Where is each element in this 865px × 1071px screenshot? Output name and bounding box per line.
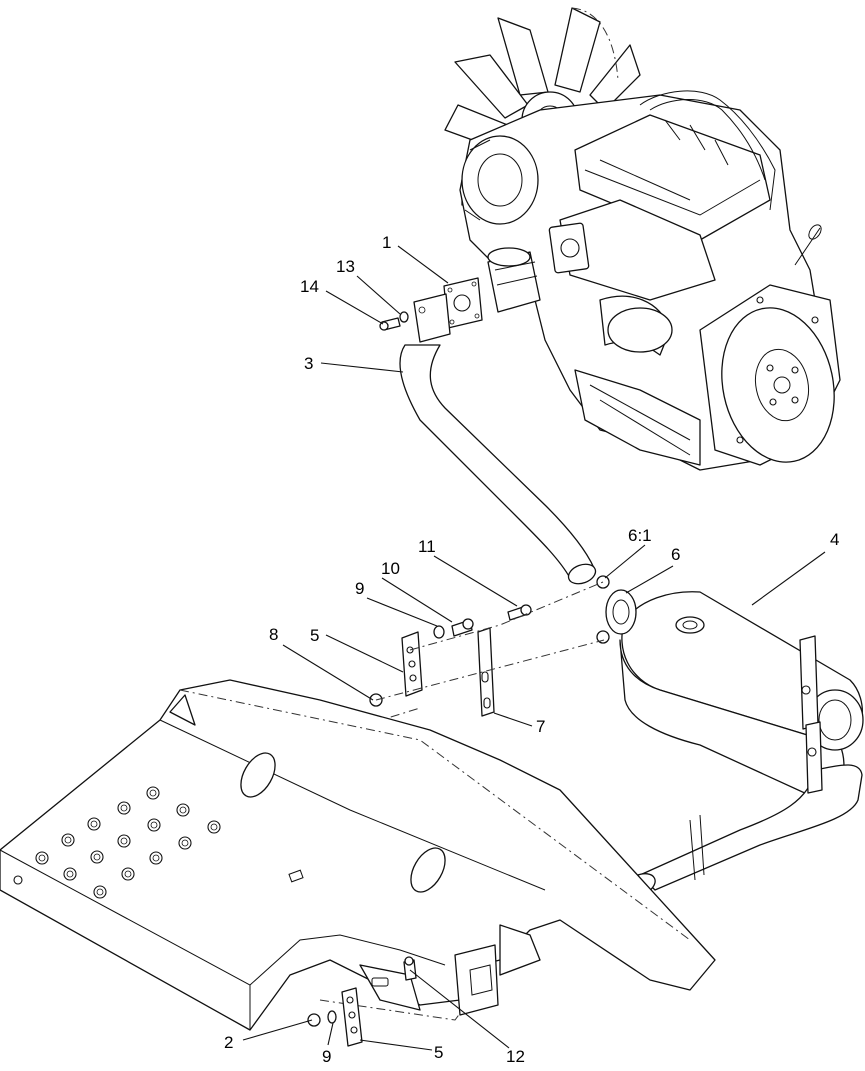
stud-12	[403, 956, 417, 981]
frame-plate	[0, 679, 716, 1031]
bolt-14	[379, 317, 401, 331]
callout-8: 8	[269, 625, 278, 644]
callout-11: 11	[418, 537, 436, 556]
washer-13	[399, 311, 409, 323]
frame-vent-holes	[35, 786, 221, 899]
rear-mount-bracket	[454, 924, 541, 1016]
callout-6-1: 6:1	[628, 526, 652, 545]
alternator	[461, 135, 539, 225]
bracket-5-upper	[401, 631, 423, 697]
nut-6-1	[596, 575, 610, 589]
callout-1: 1	[382, 233, 391, 252]
callout-5-lower: 5	[434, 1043, 443, 1062]
clamp-6	[605, 589, 637, 635]
callout-6: 6	[671, 545, 680, 564]
gasket	[443, 277, 483, 329]
callout-10: 10	[381, 559, 400, 578]
strap-7	[477, 627, 495, 717]
washer-9-upper	[433, 625, 445, 639]
callout-7: 7	[536, 717, 545, 736]
leader-lines	[242, 245, 826, 1051]
nut-2	[307, 1013, 321, 1027]
muffler	[596, 575, 864, 897]
callout-9-upper: 9	[355, 579, 364, 598]
callout-3: 3	[304, 354, 313, 373]
oil-filter	[487, 247, 541, 313]
engine	[444, 7, 841, 471]
bolt-11	[507, 604, 532, 621]
callout-9-lower: 9	[322, 1047, 331, 1066]
valve-cover	[574, 114, 771, 241]
callout-12: 12	[506, 1047, 525, 1066]
exhaust-pipe	[399, 293, 597, 585]
washer-9-lower	[327, 1010, 337, 1024]
callout-2: 2	[224, 1033, 233, 1052]
callout-5-upper: 5	[310, 626, 319, 645]
callout-labels: 1 13 14 3 4 6:1 6 11 10 9 5 8 7 2 9 5 12	[224, 233, 839, 1066]
callout-13: 13	[336, 257, 355, 276]
callout-4: 4	[830, 530, 839, 549]
flywheel	[721, 307, 835, 463]
bolt-10	[451, 618, 474, 637]
callout-14: 14	[300, 277, 319, 296]
